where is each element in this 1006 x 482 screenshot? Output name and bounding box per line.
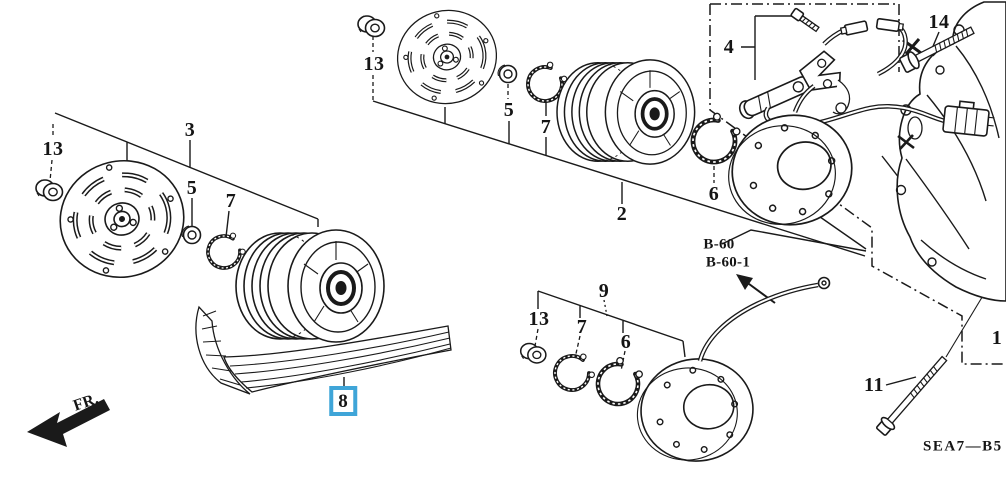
snap-ring-7-bottom xyxy=(548,344,602,399)
callout-13-bottom[interactable]: 13 xyxy=(528,308,550,330)
nut-5-left xyxy=(181,225,202,245)
callout-4[interactable]: 4 xyxy=(723,36,735,58)
clutch-plate-left xyxy=(48,148,196,291)
callout-7-left[interactable]: 7 xyxy=(225,190,237,212)
sensor-assembly-4 xyxy=(738,7,995,137)
bolt-nut-13-left xyxy=(35,179,64,202)
ref-label-b60[interactable]: B-60 xyxy=(703,236,735,253)
callout-8: 8 xyxy=(338,391,348,412)
pulley-left xyxy=(234,228,386,344)
bolt-nut-13-mid xyxy=(357,15,386,38)
callout-1[interactable]: 1 xyxy=(991,327,1003,349)
nut-13-bottom xyxy=(519,342,547,364)
callout-5-mid[interactable]: 5 xyxy=(503,99,515,121)
mount-bolt-11 xyxy=(876,355,948,436)
field-coil-top xyxy=(718,84,862,236)
callout-13-mid[interactable]: 13 xyxy=(363,53,385,75)
callout-3[interactable]: 3 xyxy=(184,119,196,141)
callout-13-left[interactable]: 13 xyxy=(42,138,64,160)
callout-2[interactable]: 2 xyxy=(616,203,628,225)
diagram-code: SEA7—B5 xyxy=(923,438,1003,455)
drive-belt-8 xyxy=(195,305,452,395)
callout-11[interactable]: 11 xyxy=(864,374,884,396)
callout-7-mid[interactable]: 7 xyxy=(540,116,552,138)
snap-ring-6-bottom xyxy=(594,354,647,407)
callout-14[interactable]: 14 xyxy=(928,11,950,33)
callout-6-top[interactable]: 6 xyxy=(708,183,720,205)
field-coil-bottom xyxy=(631,276,831,468)
callout-6-bottom[interactable]: 6 xyxy=(620,331,632,353)
callout-5-left[interactable]: 5 xyxy=(186,177,198,199)
fr-direction-arrow-icon xyxy=(27,399,110,447)
compressor-body xyxy=(895,1,1006,302)
nut-5-mid xyxy=(497,64,518,84)
pulley-2 xyxy=(555,58,697,166)
reference-box xyxy=(709,3,1005,365)
leader-lines xyxy=(49,15,995,387)
mount-bolt-14 xyxy=(899,26,975,73)
callout-8-highlight-box[interactable]: 8 xyxy=(329,386,357,416)
callout-7-bottom[interactable]: 7 xyxy=(576,316,588,338)
ref-label-b60-1[interactable]: B-60-1 xyxy=(705,254,751,271)
clutch-plate-mid xyxy=(388,0,507,114)
callout-9[interactable]: 9 xyxy=(598,280,610,302)
